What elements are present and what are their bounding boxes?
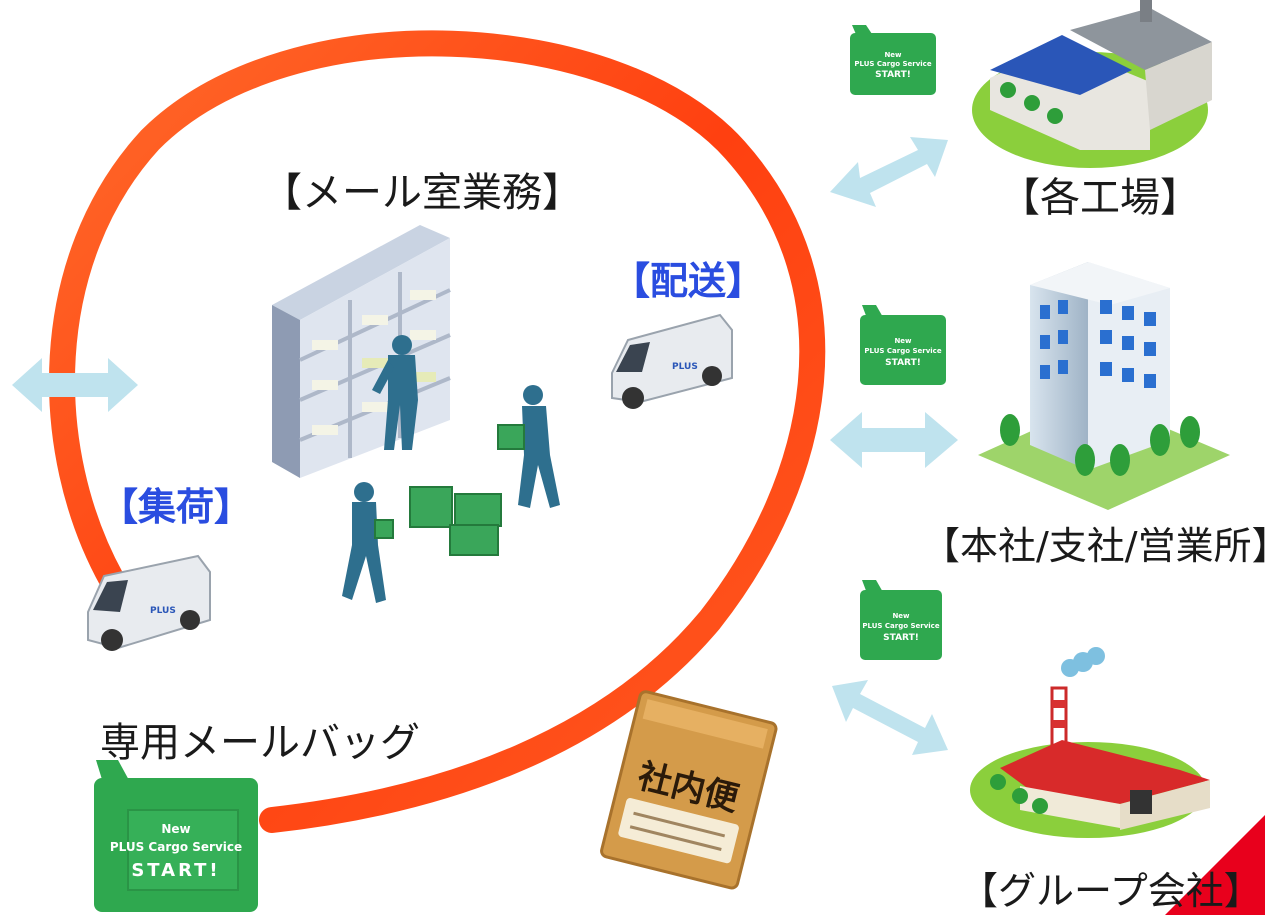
bag-text-line2: PLUS Cargo Service [864,347,942,355]
bag-text-line3: START! [885,358,921,368]
orbit-arrow [49,30,826,833]
bag-text-line3: START! [131,860,221,881]
corner-triangle [1165,815,1265,915]
bag-text-line2: PLUS Cargo Service [862,622,940,630]
bag-text-line1: New [894,337,912,345]
label-group: 【グループ会社】 [960,869,1262,913]
label-pickup: 【集荷】 [100,485,253,529]
mail-bag-group: New PLUS Cargo Service START! [858,580,944,660]
van-pickup [87,554,211,651]
label-mailroom: 【メール室業務】 [262,170,582,216]
van-delivery [611,313,733,409]
mail-shelf-illustration [272,225,451,478]
bag-text-line2: PLUS Cargo Service [854,60,932,68]
bag-text-line1: New [161,822,191,836]
green-boxes [374,424,525,556]
office-building-illustration [978,262,1230,510]
bag-text-line1: New [892,612,910,620]
mail-bag-offices: New PLUS Cargo Service START! [858,305,948,385]
group-company-illustration [970,647,1210,838]
factory-illustration [972,0,1212,168]
label-mailbag: 専用メールバッグ [100,720,420,766]
bag-text-line3: START! [875,70,911,80]
bag-text-line3: START! [883,633,919,643]
arrow-group [832,680,948,755]
arrow-offices [830,412,958,468]
internal-mail-envelope [600,690,778,890]
mail-bag-factories: New PLUS Cargo Service START! [848,25,938,95]
bag-text-line2: PLUS Cargo Service [109,840,243,854]
left-double-arrow [12,358,138,412]
label-factories: 【各工場】 [1000,175,1200,221]
arrow-factories [830,137,948,207]
bag-text-line1: New [884,51,902,59]
mail-bag-large: New PLUS Cargo Service START! [92,760,260,912]
van-label-delivery: PLUS [672,362,698,372]
van-label-pickup: PLUS [150,606,176,616]
label-offices: 【本社/支社/営業所】 [922,524,1265,568]
label-delivery: 【配送】 [612,259,765,303]
